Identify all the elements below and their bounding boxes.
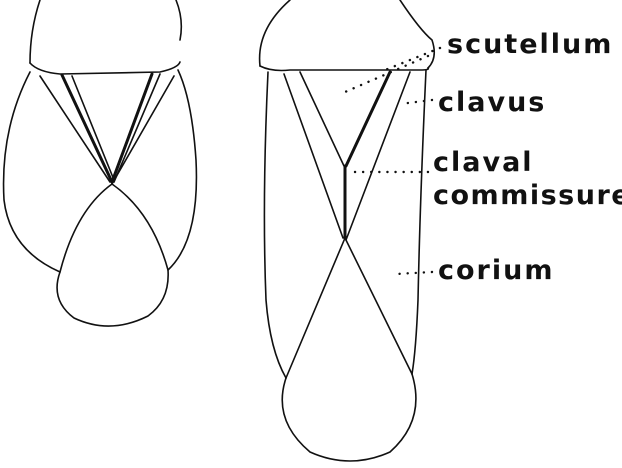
- right-corium-left-line: [286, 238, 345, 378]
- scutellum-leader: [380, 48, 440, 72]
- left-body-outline: [4, 70, 197, 326]
- left-clavus-inner-right: [112, 74, 152, 182]
- left-clavus-inner-line-left: [72, 76, 114, 180]
- right-body-left-edge: [264, 72, 286, 378]
- right-corium-right-line: [345, 238, 412, 374]
- label-corium: corium: [438, 256, 554, 286]
- left-clavus-inner-left: [62, 75, 112, 182]
- right-wing-figure: [260, 0, 435, 461]
- label-scutellum: scutellum: [447, 30, 613, 60]
- left-membrane-right: [112, 184, 168, 270]
- left-wing-figure: [4, 0, 197, 326]
- right-scutellum-base: [260, 66, 428, 71]
- right-body-right-edge: [412, 70, 426, 374]
- label-clavus: clavus: [438, 88, 546, 118]
- left-clavus-outer-left: [40, 76, 110, 182]
- clavus-leader-b: [400, 100, 432, 104]
- left-pronotum-left-edge: [30, 0, 40, 63]
- left-clavus-inner-line-right: [114, 74, 160, 182]
- right-membrane-outline: [282, 374, 416, 461]
- left-scutellum-base: [30, 62, 180, 74]
- corium-leader: [396, 272, 432, 274]
- label-claval-commissure-line1: claval: [433, 148, 534, 178]
- right-clavus-inner-right: [346, 72, 390, 166]
- left-membrane-left: [60, 184, 112, 272]
- right-clavus-outer-left: [284, 74, 343, 238]
- left-clavus-outer-right: [112, 76, 174, 184]
- label-claval-commissure-line2: commissure: [433, 181, 622, 211]
- left-pronotum-right-edge: [176, 0, 181, 40]
- right-clavus-inner-left: [300, 72, 344, 166]
- right-pronotum-left-edge: [260, 0, 290, 66]
- clavus-leader-a: [345, 56, 428, 92]
